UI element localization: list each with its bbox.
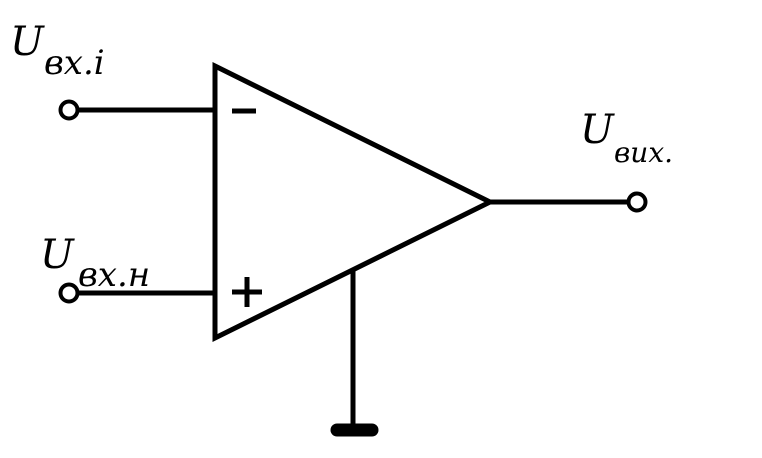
inverting-input-label: U вх.і xyxy=(10,19,105,83)
output-terminal xyxy=(626,191,648,213)
plus-sign xyxy=(232,277,262,307)
non-inverting-input-terminal xyxy=(58,282,80,304)
inverting-input-terminal xyxy=(58,99,80,121)
output-label: U вих. xyxy=(580,107,673,169)
non-inverting-input-label: U вх.н xyxy=(40,232,150,295)
